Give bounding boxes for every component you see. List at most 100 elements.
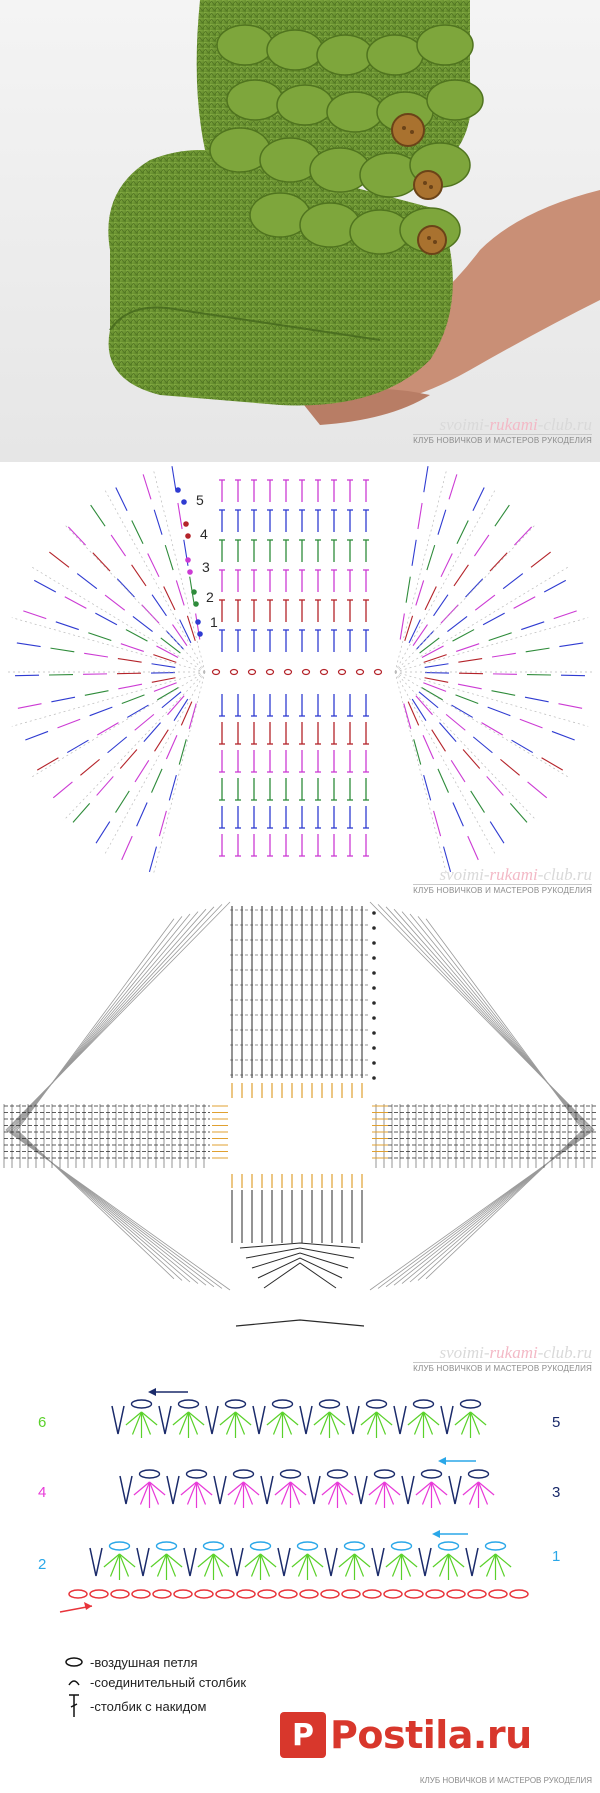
stitch-mark [415, 580, 425, 606]
stitch-mark [164, 544, 174, 571]
stitch-mark [433, 810, 442, 837]
guide-line [31, 566, 206, 673]
chain-stitch-mark [320, 1589, 340, 1599]
stitch-mark [115, 487, 128, 512]
stitch-mark [189, 576, 195, 603]
diagonal-line [16, 918, 175, 1280]
round-start-dot [195, 619, 201, 625]
stitch-mark [66, 739, 89, 754]
stitch-mark [117, 657, 142, 663]
chain-stitch-mark [202, 1541, 225, 1551]
stitch-mark [180, 701, 193, 726]
fan-stitch-mark [447, 1553, 459, 1577]
fan-stitch-mark [385, 1553, 402, 1568]
stitch-mark [95, 821, 111, 844]
fan-stitch-mark [360, 1411, 377, 1426]
fan-stitch-mark [156, 1553, 168, 1577]
v-stitch-mark [205, 1405, 219, 1435]
stitch-mark [452, 802, 464, 827]
stitch-mark [443, 846, 452, 873]
stitch-mark [404, 615, 414, 641]
stitch-mark [453, 564, 469, 587]
v-stitch-mark [299, 1405, 313, 1435]
row-label-5: 5 [552, 1414, 561, 1431]
edge-dot [372, 1001, 376, 1005]
edge-dot [372, 971, 376, 975]
stitch-mark [440, 604, 459, 624]
postila-subtitle: КЛУБ НОВИЧКОВ И МАСТЕРОВ РУКОДЕЛИЯ [419, 1776, 592, 1785]
stitch-mark [408, 619, 421, 644]
stitch-mark [423, 654, 447, 663]
stitch-mark [413, 739, 422, 765]
diagonal-line [8, 906, 215, 1288]
round-start-dot [183, 521, 189, 527]
stitch-mark [423, 682, 447, 692]
stitch-mark [403, 703, 412, 729]
round-label-5: 5 [196, 492, 204, 508]
chain-stitch-mark [229, 668, 239, 676]
stitch-mark [120, 643, 144, 652]
chain-stitch-mark [89, 1589, 109, 1599]
fan-stitch-mark [327, 1481, 339, 1505]
fan-stitch-mark [431, 1481, 448, 1496]
fan-stitch-mark [353, 1553, 365, 1577]
row-label-6: 6 [38, 1414, 47, 1431]
chain-stitch-mark [257, 1589, 277, 1599]
stitch-mark [411, 698, 427, 721]
guide-line [394, 523, 537, 673]
boots-illustration [0, 0, 600, 462]
pin-icon: P [280, 1712, 326, 1758]
fan-stitch-mark [384, 1481, 401, 1496]
watermark-sole: svoimi-rukami-club.ru КЛУБ НОВИЧКОВ И МА… [413, 865, 592, 895]
fan-stitch-mark [225, 1411, 237, 1435]
stitch-mark [151, 768, 163, 793]
stitch-mark [153, 682, 177, 692]
stitch-mark [455, 694, 479, 705]
stitch-row [263, 1262, 337, 1289]
stitch-mark [494, 504, 510, 527]
stitch-mark [104, 594, 126, 611]
v-stitch-mark [183, 1547, 197, 1577]
edge-dot [372, 1031, 376, 1035]
stitch-mark [445, 713, 466, 731]
guide-line [11, 671, 206, 727]
fan-stitch-mark [368, 1481, 385, 1496]
stitch-mark [84, 690, 109, 696]
diagonal-line [409, 913, 587, 1283]
stitch-mark [173, 698, 189, 721]
fan-stitch-mark [432, 1553, 449, 1568]
stitch-mark [175, 580, 185, 606]
sole-chart [5, 466, 595, 875]
stitch-mark [541, 757, 564, 771]
stitch-mark [119, 749, 138, 769]
fan-stitch-mark [119, 1553, 136, 1568]
fan-stitch-mark [494, 1553, 506, 1577]
stitch-mark [178, 739, 187, 765]
stitch-mark [558, 703, 583, 709]
stitch-mark [467, 835, 479, 861]
fan-stitch-mark [407, 1411, 424, 1426]
v-stitch-mark [448, 1475, 462, 1505]
slip-stitch-icon [68, 1680, 80, 1686]
fan-stitch-mark [462, 1481, 479, 1496]
round-start-dot [185, 533, 191, 539]
sole-diagram: 5 4 3 2 1 svoimi-rukami-club.ru КЛУБ НОВ… [0, 462, 600, 898]
v-stitch-mark [260, 1475, 274, 1505]
chain-stitch-mark [68, 1589, 88, 1599]
stitch-mark [110, 534, 127, 557]
stitch-mark [411, 539, 417, 566]
row-label-2: 2 [38, 1556, 47, 1573]
stitch-mark [141, 604, 160, 624]
fan-stitch-mark [242, 1481, 254, 1505]
chain-stitch-mark [459, 1399, 482, 1409]
fan-stitch-mark [212, 1553, 224, 1577]
stitch-mark [419, 637, 440, 654]
round-label-3: 3 [202, 559, 210, 575]
guide-line [63, 523, 206, 673]
v-stitch-mark [440, 1405, 454, 1435]
chain-stitch-mark [110, 1589, 130, 1599]
stitch-mark [447, 616, 468, 633]
stitch-mark [92, 552, 111, 572]
stitch-mark [160, 637, 181, 654]
stitch-mark [487, 706, 511, 717]
